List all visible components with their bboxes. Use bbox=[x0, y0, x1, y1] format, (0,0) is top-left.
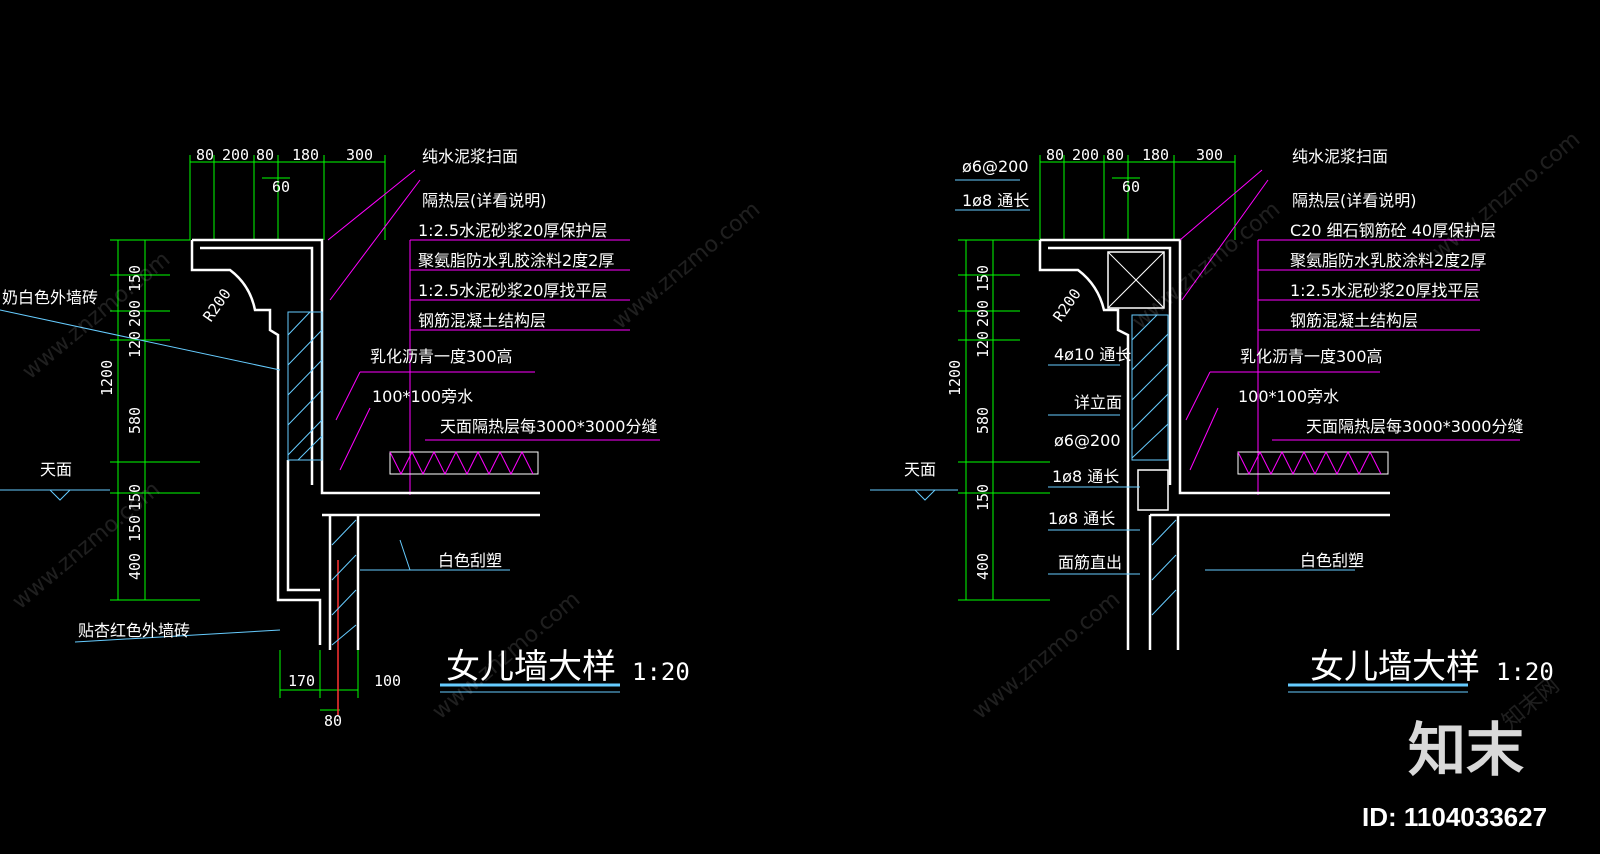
right-wall-outline bbox=[1038, 238, 1390, 650]
left-wall-outline bbox=[190, 238, 540, 650]
left-dim-vert-150b: 150 bbox=[126, 484, 144, 511]
left-insulation-layer bbox=[389, 451, 539, 475]
watermark-3: www.znzmo.com bbox=[8, 477, 165, 615]
right-rebar-note-6: 1ø8 通长 bbox=[1048, 509, 1115, 528]
right-dim-vert-1200: 1200 bbox=[946, 360, 964, 396]
watermark-6: www.znzmo.com bbox=[968, 587, 1125, 725]
right-note-3: 聚氨脂防水乳胶涂料2度2厚 bbox=[1290, 251, 1486, 270]
left-roof-label: 天面 bbox=[40, 460, 72, 479]
watermark-1: www.znzmo.com bbox=[18, 247, 175, 385]
left-dim-vert-120: 120 bbox=[126, 331, 144, 358]
left-roof-level-marker bbox=[48, 489, 72, 501]
right-dim-vert-580: 580 bbox=[974, 407, 992, 434]
right-dim-vert-400: 400 bbox=[974, 553, 992, 580]
right-text-underlines bbox=[870, 179, 1355, 575]
left-dim-vert-580: 580 bbox=[126, 407, 144, 434]
left-dim-bottom-80: 80 bbox=[324, 712, 342, 730]
right-note-1: 隔热层(详看说明) bbox=[1292, 191, 1417, 210]
left-white-tile-note: 奶白色外墙砖 bbox=[2, 288, 98, 307]
left-dim-top-1: 80 bbox=[196, 146, 214, 164]
right-rebar-note-0: ø6@200 bbox=[962, 157, 1029, 176]
right-dim-top-4: 180 bbox=[1142, 146, 1169, 164]
left-drain-note: 100*100旁水 bbox=[372, 387, 473, 406]
left-dim-vert-150c: 150 bbox=[126, 515, 144, 542]
right-dim-top-3: 80 bbox=[1106, 146, 1124, 164]
right-dim-vert-150: 150 bbox=[974, 265, 992, 292]
left-note-5: 钢筋混凝土结构层 bbox=[418, 311, 546, 330]
right-note-0: 纯水泥浆扫面 bbox=[1292, 147, 1388, 166]
left-scale: 1:20 bbox=[632, 658, 690, 686]
right-rebar-note-7: 面筋直出 bbox=[1058, 553, 1122, 572]
right-insulation-note: 天面隔热层每3000*3000分缝 bbox=[1306, 417, 1523, 436]
left-note-4: 1:2.5水泥砂浆20厚找平层 bbox=[418, 281, 607, 300]
right-rebar-note-1: 1ø8 通长 bbox=[962, 191, 1029, 210]
left-leaders bbox=[327, 169, 660, 471]
left-dim-vert-400: 400 bbox=[126, 553, 144, 580]
left-white-paint-note: 白色刮塑 bbox=[438, 551, 502, 570]
left-radius: R200 bbox=[199, 285, 234, 325]
right-hatch bbox=[1131, 314, 1177, 616]
right-rebar-note-4: ø6@200 bbox=[1054, 431, 1121, 450]
right-dim-vert-150b: 150 bbox=[974, 484, 992, 511]
left-dim-vert-150: 150 bbox=[126, 265, 144, 292]
right-white-paint-note: 白色刮塑 bbox=[1300, 551, 1364, 570]
left-note-2: 1:2.5水泥砂浆20厚保护层 bbox=[418, 221, 607, 240]
left-dim-bottom-170: 170 bbox=[288, 672, 315, 690]
right-leaders bbox=[1179, 169, 1520, 471]
right-insulation-layer bbox=[1237, 451, 1389, 475]
left-asphalt-note: 乳化沥青一度300高 bbox=[370, 347, 513, 366]
left-hatch bbox=[287, 311, 357, 646]
right-note-2: C20 细石钢筋砼 40厚保护层 bbox=[1290, 221, 1496, 240]
left-red-tile-note: 贴杏红色外墙砖 bbox=[78, 621, 190, 640]
left-note-0: 纯水泥浆扫面 bbox=[422, 147, 518, 166]
right-radius: R200 bbox=[1049, 285, 1084, 325]
watermark-7: www.znzmo.com bbox=[1428, 127, 1585, 265]
left-dim-top-2: 200 bbox=[222, 146, 249, 164]
right-rebar-note-5: 1ø8 通长 bbox=[1052, 467, 1119, 486]
right-cage-diag-2 bbox=[1107, 251, 1165, 309]
right-roof-label: 天面 bbox=[904, 460, 936, 479]
image-id: ID: 1104033627 bbox=[1362, 802, 1547, 832]
left-note-1: 隔热层(详看说明) bbox=[422, 191, 547, 210]
left-detail: 80 200 80 180 300 60 150 200 120 1200 58… bbox=[0, 146, 690, 730]
right-scale: 1:20 bbox=[1496, 658, 1554, 686]
right-hatch-box bbox=[1131, 314, 1169, 461]
right-dim-top-1: 80 bbox=[1046, 146, 1064, 164]
right-lower-rebar bbox=[1137, 469, 1169, 511]
right-note-4: 1:2.5水泥砂浆20厚找平层 bbox=[1290, 281, 1479, 300]
left-note-3: 聚氨脂防水乳胶涂料2度2厚 bbox=[418, 251, 614, 270]
left-dim-60: 60 bbox=[272, 178, 290, 196]
left-insulation-note: 天面隔热层每3000*3000分缝 bbox=[440, 417, 657, 436]
left-dim-top-4: 180 bbox=[292, 146, 319, 164]
right-rebar-note-2: 4ø10 通长 bbox=[1054, 345, 1131, 364]
brand-logo: 知末 bbox=[1408, 716, 1524, 784]
right-dim-60: 60 bbox=[1122, 178, 1140, 196]
right-dim-top-5: 300 bbox=[1196, 146, 1223, 164]
right-dim-top-2: 200 bbox=[1072, 146, 1099, 164]
right-drain-note: 100*100旁水 bbox=[1238, 387, 1339, 406]
right-dim-vert-120: 120 bbox=[974, 331, 992, 358]
right-dim-vert-200: 200 bbox=[974, 300, 992, 327]
left-title: 女儿墙大样 bbox=[446, 647, 616, 687]
right-rebar-note-3: 详立面 bbox=[1074, 393, 1122, 412]
right-note-5: 钢筋混凝土结构层 bbox=[1290, 311, 1418, 330]
left-dim-top-5: 300 bbox=[346, 146, 373, 164]
right-dimension-lines bbox=[958, 155, 1236, 601]
left-dim-vert-200: 200 bbox=[126, 300, 144, 327]
right-insulation-pattern bbox=[1237, 450, 1382, 476]
left-dim-top-3: 80 bbox=[256, 146, 274, 164]
right-rebar-cage bbox=[1107, 251, 1165, 309]
watermark-2: www.znzmo.com bbox=[608, 197, 765, 335]
right-title: 女儿墙大样 bbox=[1310, 647, 1480, 687]
left-dim-vert-1200: 1200 bbox=[98, 360, 116, 396]
left-dim-bottom-100: 100 bbox=[374, 672, 401, 690]
right-roof-level-marker bbox=[913, 489, 937, 501]
left-insulation-pattern bbox=[389, 450, 534, 476]
left-hatch-box bbox=[287, 311, 323, 461]
right-asphalt-note: 乳化沥青一度300高 bbox=[1240, 347, 1383, 366]
